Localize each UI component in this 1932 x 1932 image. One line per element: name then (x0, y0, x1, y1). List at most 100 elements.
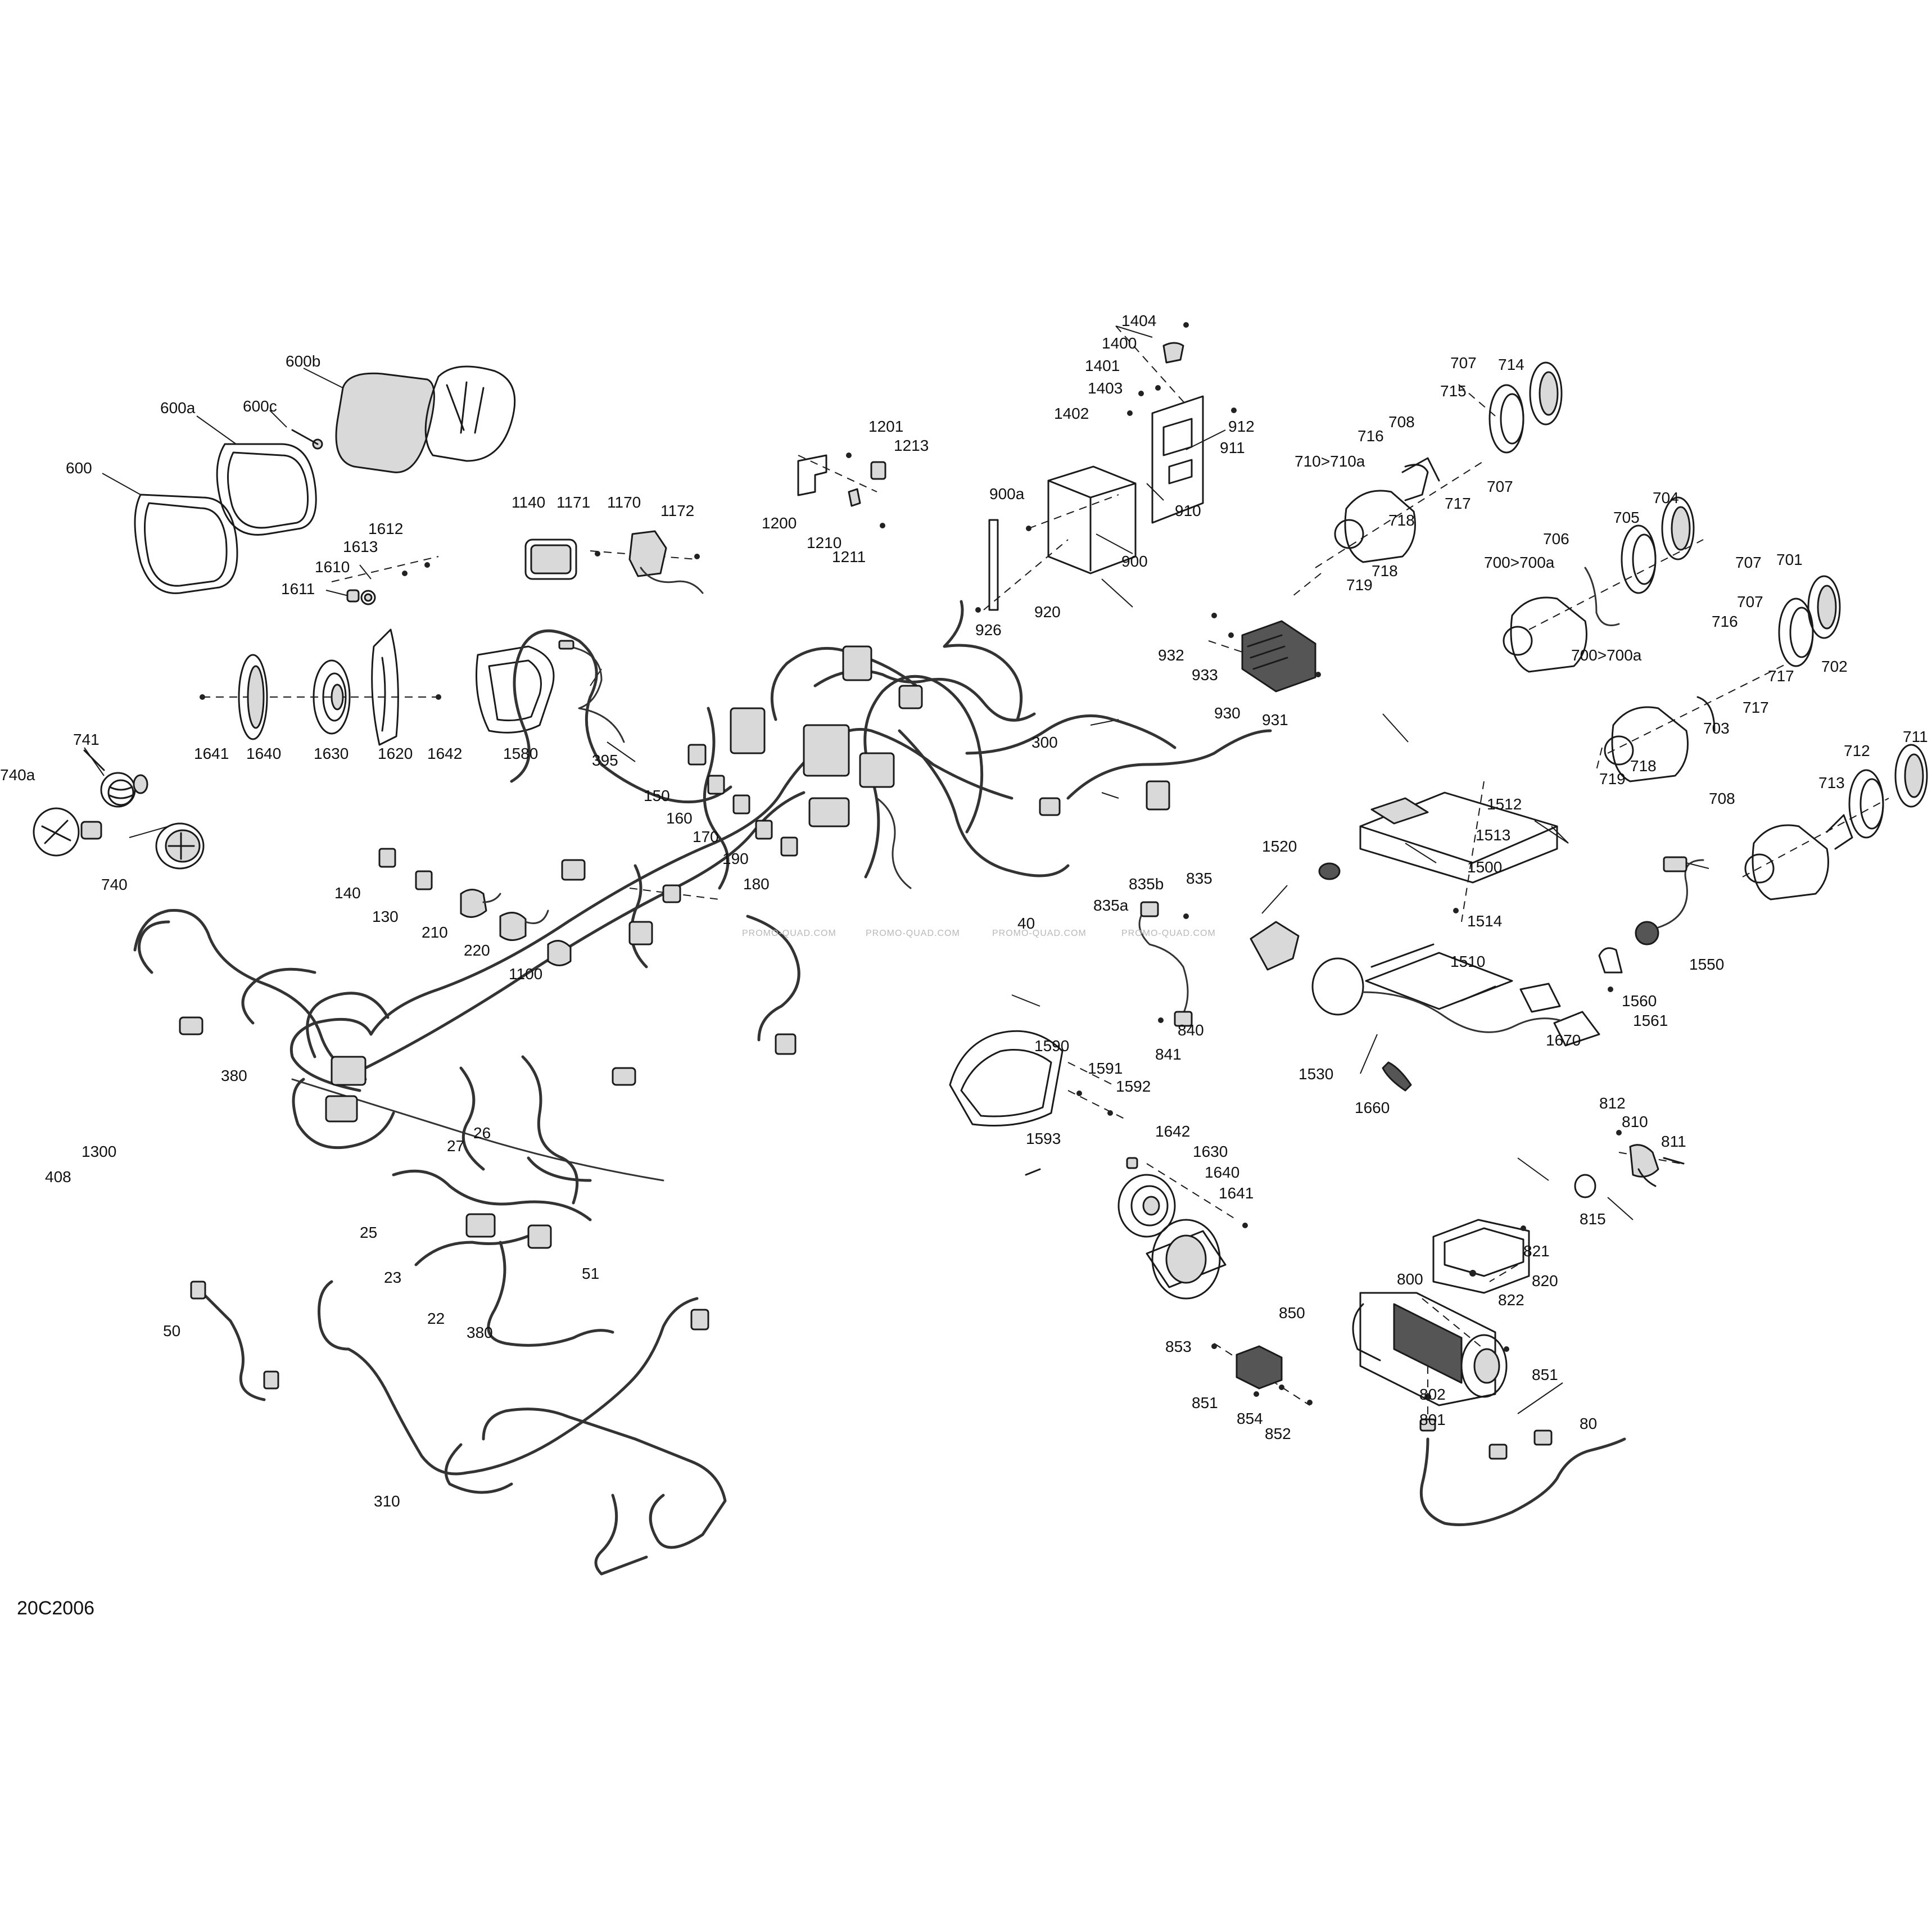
callout: 841 (1155, 1046, 1182, 1063)
callout: 852 (1265, 1425, 1291, 1442)
callout: 25 (360, 1224, 377, 1241)
callout: 1140 (512, 494, 545, 511)
callout: 190 (722, 850, 749, 867)
callout: 27 (447, 1137, 464, 1155)
callout: 718 (1630, 757, 1657, 775)
callout: 51 (582, 1265, 599, 1282)
callout: 1560 (1622, 992, 1657, 1010)
callout: 705 (1613, 509, 1640, 526)
callout: 900a (989, 485, 1025, 503)
switch-835-group (1138, 901, 1300, 1027)
callout: 300 (1031, 734, 1058, 751)
callout: 835 (1186, 870, 1212, 887)
callout: 719 (1346, 576, 1373, 594)
callout: 840 (1178, 1021, 1204, 1039)
callout: 1211 (832, 548, 866, 565)
callout: 911 (1220, 439, 1245, 456)
callout: 707 (1737, 593, 1763, 610)
callout: 1172 (660, 502, 694, 519)
battery-box-group (975, 322, 1237, 613)
callout: 1213 (894, 437, 929, 454)
callout: 1670 (1546, 1031, 1581, 1049)
winch-group (1352, 1130, 1685, 1526)
callout: 703 (1703, 720, 1730, 737)
callout: 1630 (314, 745, 349, 762)
callout: 1580 (503, 745, 538, 762)
instrument-cluster-group (134, 365, 516, 594)
callout: 851 (1532, 1366, 1558, 1383)
callout: 853 (1165, 1338, 1192, 1355)
callout: 1611 (281, 580, 315, 598)
bracket-1200-group (797, 453, 886, 528)
callout: 40 (1017, 915, 1035, 932)
callout: 700>700a (1484, 554, 1555, 571)
accessory-group-right (1311, 856, 1704, 1092)
callout: 1590 (1034, 1037, 1069, 1055)
callout: 1100 (509, 965, 542, 983)
callout: 395 (592, 752, 618, 769)
callout: 1200 (762, 514, 797, 532)
watermark: PROMO-QUAD.COM (992, 929, 1087, 938)
callout: 740a (0, 766, 35, 784)
callout: 717 (1743, 699, 1769, 716)
main-harness (133, 600, 1272, 1347)
watermark: PROMO-QUAD.COM (742, 929, 836, 938)
callout: 1171 (556, 494, 590, 511)
callout: 822 (1498, 1291, 1524, 1309)
callout: 1500 (1467, 858, 1502, 876)
callout: 931 (1262, 711, 1288, 729)
callout: 710>710a (1295, 453, 1365, 470)
callout: 1642 (427, 745, 462, 762)
relay-850-group (1211, 1343, 1313, 1405)
callout: 815 (1580, 1210, 1606, 1228)
watermark-row: PROMO-QUAD.COM PROMO-QUAD.COM PROMO-QUAD… (742, 929, 1215, 938)
lead-lines (84, 325, 1709, 1414)
callout: 719 (1599, 770, 1626, 788)
callout: 718 (1388, 512, 1415, 529)
callout: 718 (1372, 562, 1398, 580)
callout: 130 (372, 908, 399, 925)
callout: 930 (1214, 704, 1241, 722)
callout: 708 (1388, 413, 1415, 431)
callout: 408 (45, 1168, 71, 1186)
callout: 380 (467, 1324, 493, 1341)
callout: 600a (160, 399, 196, 417)
callout: 170 (693, 828, 719, 845)
regulator-930-group (1211, 613, 1321, 693)
callout: 714 (1498, 356, 1524, 373)
callout: 220 (464, 942, 490, 959)
callout: 717 (1445, 495, 1471, 512)
callout: 210 (422, 924, 448, 941)
callout: 740 (101, 876, 128, 893)
callout: 713 (1818, 774, 1845, 791)
callout: 800 (1397, 1270, 1423, 1288)
callout: 1530 (1298, 1065, 1333, 1083)
callout: 1641 (194, 745, 229, 762)
light-740-group (33, 749, 205, 870)
callout: 711 (1903, 728, 1928, 745)
callout: 810 (1622, 1113, 1648, 1130)
callout: 1201 (868, 418, 903, 435)
callout: 160 (666, 809, 693, 827)
light-assemblies-right (1334, 361, 1928, 901)
callout: 310 (374, 1492, 400, 1510)
callout-labels: 600 600a 600b 600c 1611 1610 1613 1612 1… (0, 312, 1928, 1619)
display-1140-group (524, 530, 704, 594)
callout: 1400 (1102, 334, 1137, 352)
callout: 1300 (82, 1143, 116, 1160)
callout: 50 (163, 1322, 180, 1340)
callout: 1642 (1155, 1123, 1190, 1140)
callout: 1640 (246, 745, 281, 762)
callout: 704 (1653, 489, 1679, 506)
callout: 706 (1543, 530, 1569, 548)
callout: 1403 (1088, 379, 1123, 397)
callout: 920 (1034, 603, 1061, 621)
callout: 1630 (1193, 1143, 1228, 1160)
harness-310-group (190, 1280, 727, 1576)
callout: 821 (1523, 1242, 1550, 1260)
callout: 716 (1712, 613, 1738, 630)
winch-module-group (1318, 791, 1558, 1010)
callout: 802 (1419, 1386, 1446, 1403)
callout: 1402 (1054, 405, 1089, 422)
callout: 1401 (1085, 357, 1120, 374)
